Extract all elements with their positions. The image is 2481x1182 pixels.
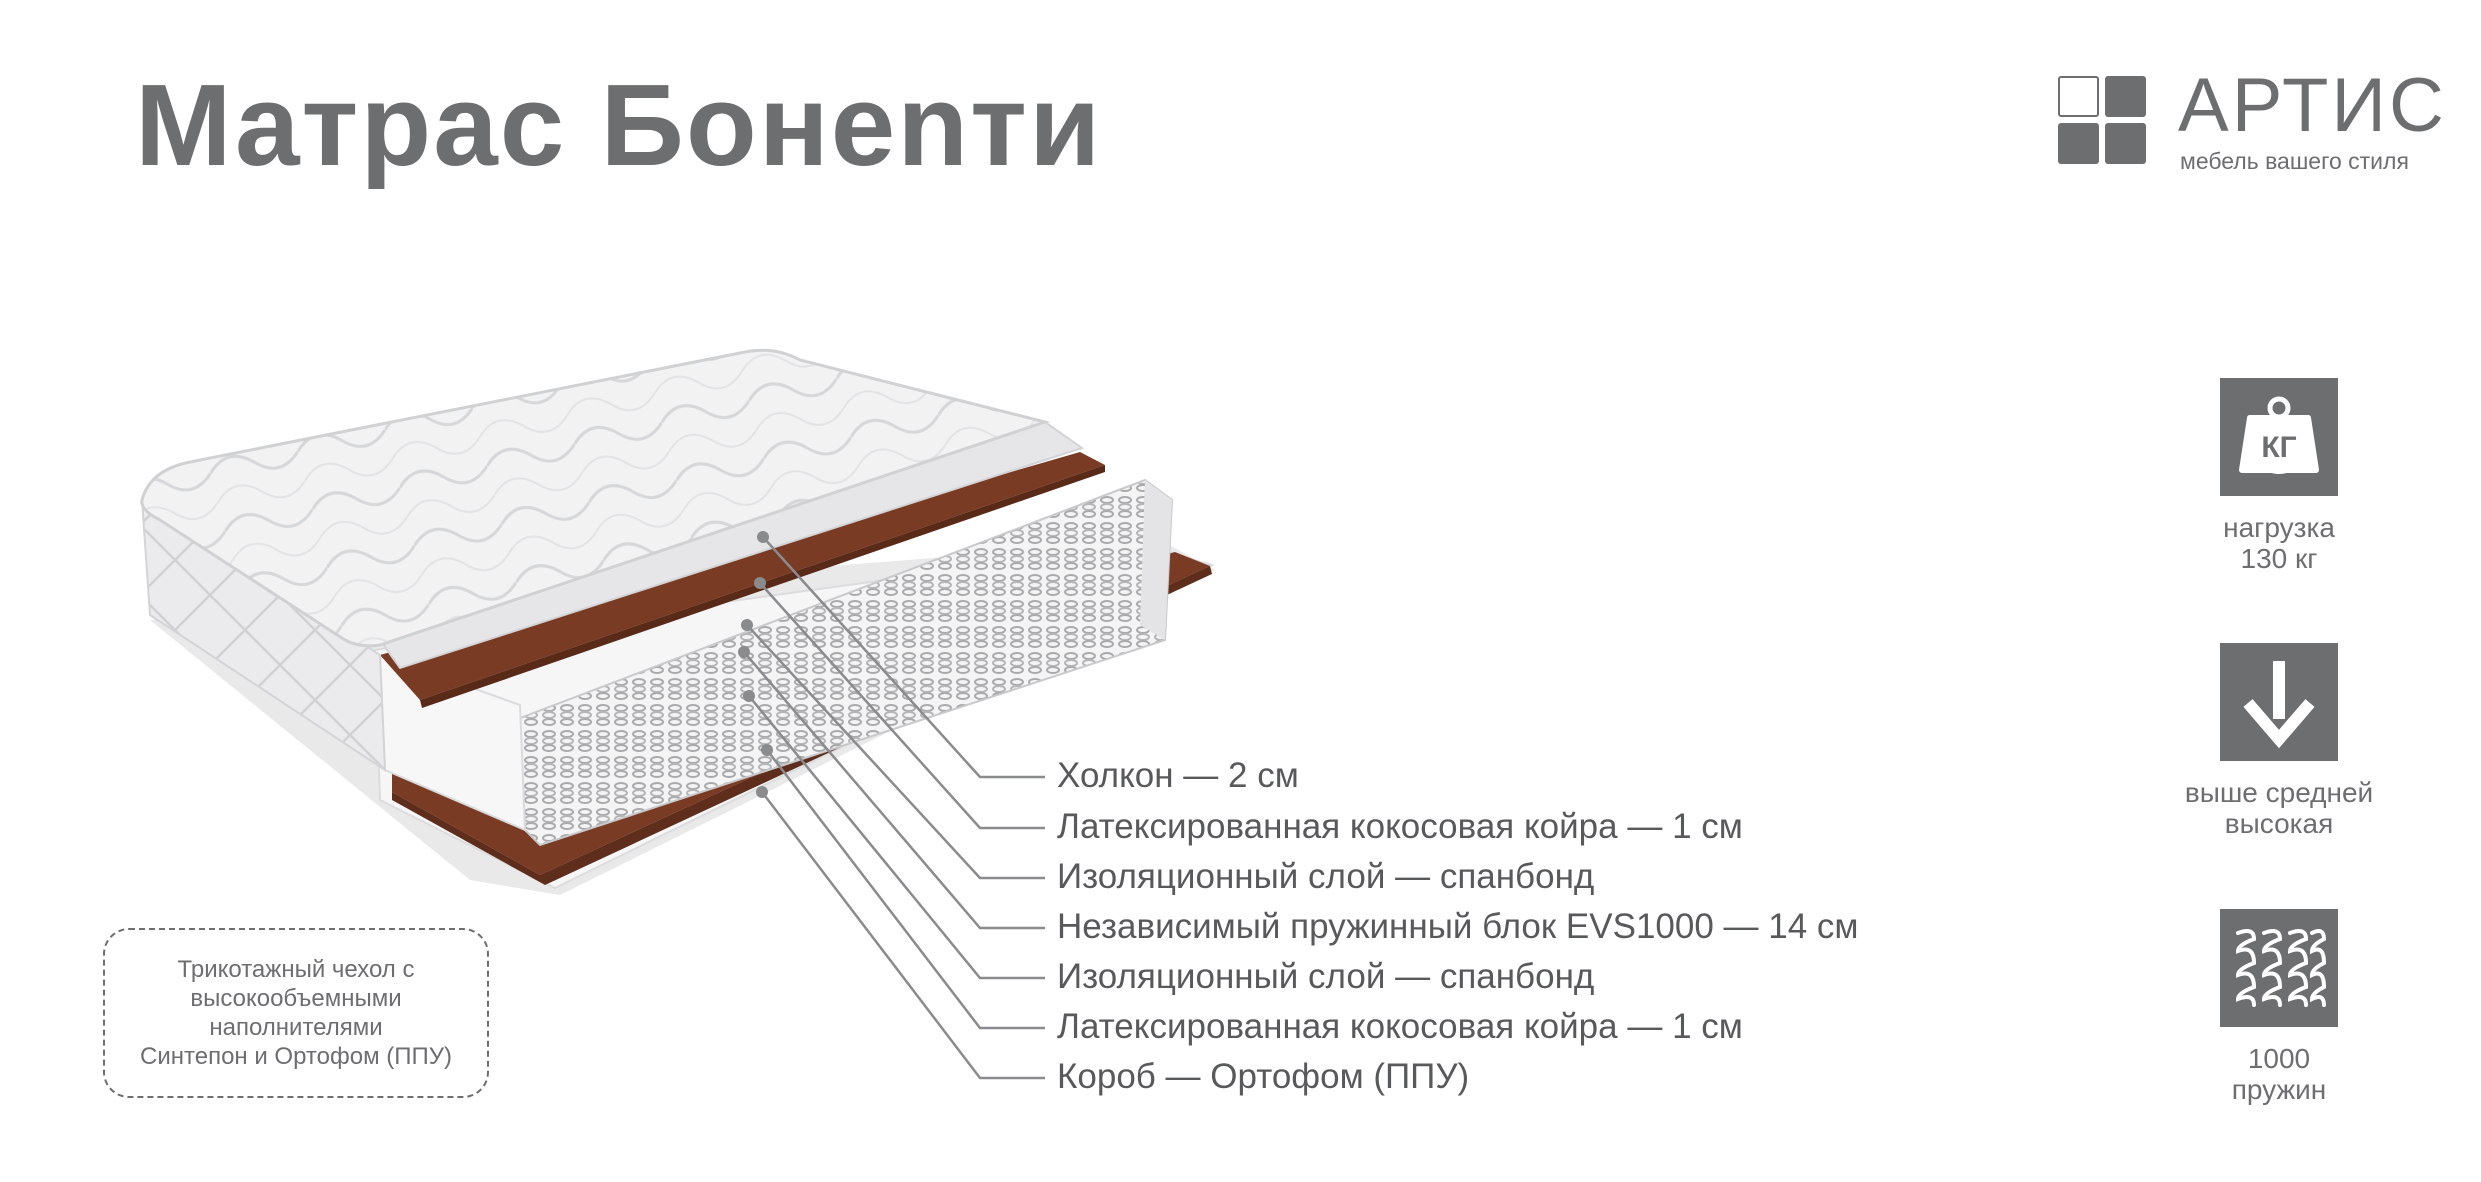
- page-title: Матрас Бонenти: [135, 60, 1103, 190]
- feature-caption: выше средней: [2184, 777, 2374, 808]
- layer-label-spunbond-top: Изоляционный слой — спанбонд: [1057, 857, 1595, 896]
- feature-caption: высокая: [2224, 808, 2334, 839]
- cover-note-line: высокообъемными: [190, 985, 402, 1012]
- cover-note: Трикотажный чехол с высокообъемными напо…: [103, 928, 489, 1098]
- brand-name: АРТИС: [2178, 63, 2447, 148]
- feature-firmness: выше средней высокая: [2159, 643, 2399, 839]
- layer-label-holkon: Холкон — 2 см: [1057, 756, 1299, 795]
- springs-icon: [2220, 909, 2338, 1027]
- cover-note-line: наполнителями: [209, 1014, 383, 1041]
- layer-label-coir-top: Латексированная кокосовая койра — 1 см: [1057, 807, 1743, 846]
- cover-note-line: Трикотажный чехол с: [177, 956, 415, 983]
- feature-caption: пружин: [2231, 1074, 2327, 1105]
- feature-caption: 1000: [2247, 1043, 2311, 1074]
- cover-note-line: Синтепон и Ортофом (ППУ): [140, 1043, 452, 1070]
- feature-caption: нагрузка: [2223, 512, 2335, 543]
- weight-icon: КГ: [2220, 378, 2338, 496]
- brand-logo: АРТИС мебель вашего стиля: [2058, 63, 2458, 180]
- feature-springs: 1000 пружин: [2159, 909, 2399, 1105]
- layer-label-spring-block: Независимый пружинный блок EVS1000 — 14 …: [1057, 907, 1859, 946]
- layer-label-box: Короб — Ортофом (ППУ): [1057, 1057, 1470, 1096]
- weight-icon-text: КГ: [2261, 431, 2296, 464]
- down-arrow-icon: [2220, 643, 2338, 761]
- brand-slogan: мебель вашего стиля: [2180, 148, 2409, 174]
- logo-squares-icon: [2058, 76, 2146, 164]
- layer-label-spunbond-bottom: Изоляционный слой — спанбонд: [1057, 957, 1595, 996]
- feature-caption: 130 кг: [2240, 543, 2318, 574]
- layer-label-coir-bottom: Латексированная кокосовая койра — 1 см: [1057, 1007, 1743, 1046]
- feature-load: КГ нагрузка 130 кг: [2159, 378, 2399, 574]
